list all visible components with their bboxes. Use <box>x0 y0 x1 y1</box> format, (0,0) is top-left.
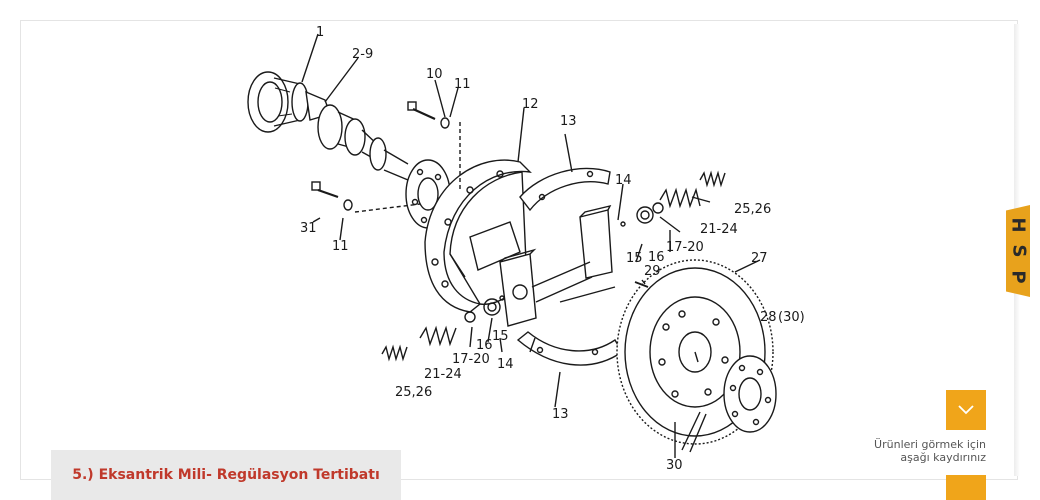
side-tab-letter-p: P <box>1007 270 1029 284</box>
label-28-paren: (30) <box>778 310 805 325</box>
label-29: 29 <box>644 264 661 279</box>
hsp-side-tab[interactable]: H S P <box>1006 205 1030 297</box>
label-14-bottom: 14 <box>497 357 514 372</box>
label-11-top: 11 <box>454 77 471 92</box>
label-30: 30 <box>666 458 683 472</box>
label-15-bottom: 15 <box>492 329 509 344</box>
label-25-26-top: 25,26 <box>734 202 771 217</box>
label-21-24-bottom: 21-24 <box>424 367 462 382</box>
spring-upper-small <box>699 170 726 188</box>
scroll-hint-line-2: aşağı kaydırınız <box>900 451 986 464</box>
label-16-bottom: 16 <box>476 338 493 353</box>
camshaft <box>247 71 409 181</box>
label-11-left: 11 <box>332 239 349 254</box>
label-21-24-top: 21-24 <box>700 222 738 237</box>
label-25-26-bottom: 25,26 <box>395 385 432 400</box>
label-27: 27 <box>751 251 768 266</box>
label-17-20-bottom: 17-20 <box>452 352 490 367</box>
label-14-right: 14 <box>615 173 632 188</box>
caption-title: 5.) Eksantrik Mili- Regülasyon Tertibatı <box>72 467 380 483</box>
weight-right <box>531 204 616 303</box>
secondary-scroll-button[interactable] <box>946 475 986 500</box>
label-31: 31 <box>300 221 317 236</box>
spring-lower-small <box>381 344 408 362</box>
label-17-20-top: 17-20 <box>666 240 704 255</box>
label-2-9: 2-9 <box>352 47 373 62</box>
weight-left <box>499 248 537 327</box>
side-tab-letter-s: S <box>1008 244 1029 258</box>
spring-lower-large <box>419 325 457 347</box>
spring-upper-large <box>659 187 701 209</box>
chevron-down-icon <box>958 405 974 415</box>
label-10: 10 <box>426 67 443 82</box>
label-13-top: 13 <box>560 114 577 129</box>
label-28: 28 <box>760 310 777 325</box>
shoe-upper <box>519 167 611 212</box>
label-16-top: 16 <box>648 250 665 265</box>
label-1: 1 <box>316 25 324 40</box>
hub <box>723 355 777 433</box>
label-12: 12 <box>522 97 539 112</box>
scroll-hint-line-1: Ürünleri görmek için <box>874 438 986 451</box>
exploded-parts-diagram: 1 2-9 10 11 12 13 14 25,26 21-24 17-20 1… <box>247 25 805 472</box>
label-13-bottom: 13 <box>552 407 569 422</box>
scroll-hint: Ürünleri görmek için aşağı kaydırınız <box>860 438 986 464</box>
shoe-lower <box>516 331 623 366</box>
diagram-caption: 5.) Eksantrik Mili- Regülasyon Tertibatı <box>51 450 401 500</box>
label-15-top: 15 <box>626 251 643 266</box>
scroll-down-button[interactable] <box>946 390 986 430</box>
side-tab-letter-h: H <box>1007 217 1029 233</box>
